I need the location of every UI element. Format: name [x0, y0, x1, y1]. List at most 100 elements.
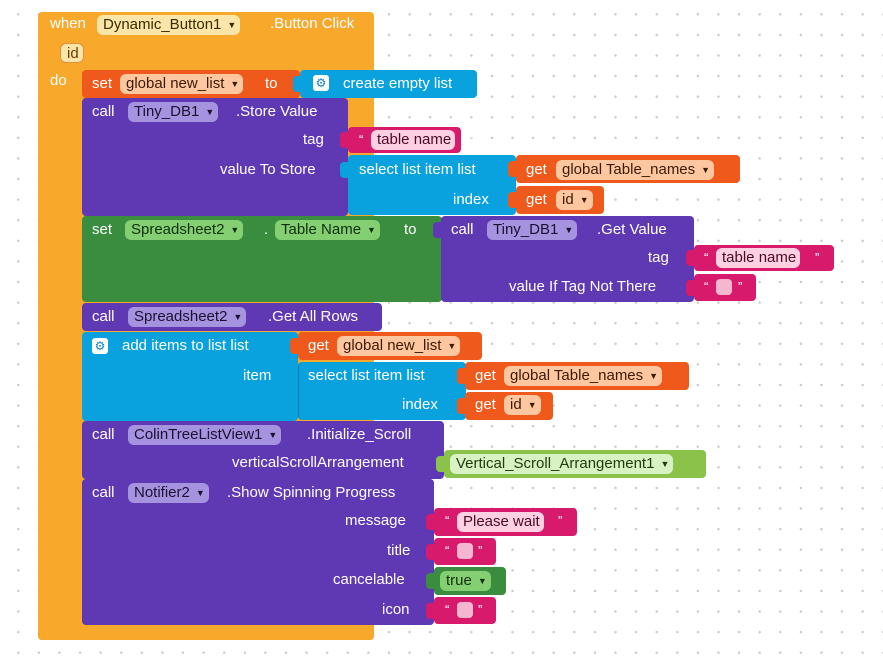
logic-dropdown-true[interactable]: true▼ [440, 571, 491, 591]
component-name: Notifier2 [134, 484, 190, 501]
create-empty-list-block[interactable] [300, 70, 477, 98]
component-dropdown-arrangement[interactable]: Vertical_Scroll_Arrangement1 ▼ [450, 454, 674, 474]
method-name: .Initialize_Scroll [307, 426, 412, 443]
open-quote: “ [445, 513, 450, 528]
empty-text-value[interactable] [457, 602, 473, 618]
to-keyword: to [265, 75, 278, 92]
dropdown-arrow-icon: ▼ [367, 225, 376, 235]
variable-dropdown-table-names[interactable]: global Table_names ▼ [556, 160, 715, 180]
text-value[interactable]: table name [371, 130, 456, 150]
event-component-dropdown[interactable]: Dynamic_Button1 ▼ [97, 15, 241, 35]
component-name: Tiny_DB1 [134, 103, 200, 120]
variable-name: global Table_names [562, 161, 696, 178]
open-quote: “ [445, 543, 450, 558]
dropdown-arrow-icon: ▼ [195, 488, 205, 498]
close-quote: ” [558, 513, 563, 528]
variable-dropdown-table-names[interactable]: global Table_names▼ [504, 366, 663, 386]
variable-name: id [562, 191, 574, 208]
to-keyword: to [404, 221, 417, 238]
empty-text-value[interactable] [457, 543, 473, 559]
dropdown-arrow-icon: ▼ [227, 20, 237, 30]
property-dropdown-table-name[interactable]: Table Name▼ [275, 220, 380, 240]
socket-nub [426, 514, 434, 530]
component-name: ColinTreeListView1 [134, 426, 263, 443]
socket-nub [426, 544, 434, 560]
method-name: .Store Value [236, 103, 318, 120]
set-keyword: set [92, 75, 113, 92]
notifier-show-spinning-progress-block[interactable] [82, 479, 434, 625]
get-keyword: get [475, 367, 496, 384]
component-name: Vertical_Scroll_Arrangement1 [456, 455, 655, 472]
select-list-item-label: select list item list [308, 367, 425, 384]
socket-nub [290, 338, 298, 354]
component-dropdown-tinydb[interactable]: Tiny_DB1▼ [487, 220, 578, 240]
socket-nub [340, 132, 348, 148]
component-dropdown-tinydb[interactable]: Tiny_DB1 ▼ [128, 102, 219, 122]
dropdown-arrow-icon: ▼ [230, 225, 240, 235]
cancelable-label: cancelable [333, 571, 405, 588]
add-items-to-list-block[interactable] [82, 332, 298, 421]
open-quote: “ [445, 602, 450, 617]
socket-nub [457, 398, 465, 414]
text-value[interactable]: Please wait [457, 512, 544, 532]
do-keyword: do [50, 72, 67, 89]
socket-nub [436, 456, 444, 472]
event-component-label: Dynamic_Button1 [103, 16, 222, 33]
index-label: index [453, 191, 489, 208]
socket-nub [508, 161, 516, 177]
select-list-item-block[interactable] [298, 362, 466, 420]
socket-nub [426, 573, 434, 589]
call-keyword: call [451, 221, 474, 238]
dropdown-arrow-icon: ▼ [205, 107, 215, 117]
dropdown-arrow-icon: ▼ [477, 576, 487, 586]
component-dropdown-notifier[interactable]: Notifier2 ▼ [128, 483, 209, 503]
call-keyword: call [92, 484, 115, 501]
event-param-id[interactable]: id [60, 43, 84, 63]
variable-dropdown-new-list[interactable]: global new_list▼ [120, 74, 244, 94]
method-name: .Get Value [597, 221, 667, 238]
close-quote: ” [468, 132, 473, 147]
socket-nub [433, 222, 441, 238]
value-if-tag-not-there-label: value If Tag Not There [509, 278, 657, 295]
gear-icon[interactable]: ⚙ [92, 338, 108, 354]
socket-nub [508, 192, 516, 208]
variable-dropdown-new-list[interactable]: global new_list ▼ [337, 336, 461, 356]
dropdown-arrow-icon: ▼ [649, 371, 659, 381]
variable-name: global new_list [343, 337, 442, 354]
gear-icon[interactable]: ⚙ [313, 75, 329, 91]
variable-dropdown-id[interactable]: id▼ [504, 395, 541, 415]
message-label: message [345, 512, 406, 529]
component-name: Spreadsheet2 [131, 221, 225, 238]
dropdown-arrow-icon: ▼ [579, 195, 589, 205]
close-quote: ” [478, 602, 483, 617]
open-quote: “ [359, 132, 364, 147]
socket-nub [426, 603, 434, 619]
get-keyword: get [526, 161, 547, 178]
dropdown-arrow-icon: ▼ [447, 341, 457, 351]
variable-dropdown-id[interactable]: id ▼ [556, 190, 593, 210]
icon-label: icon [382, 601, 410, 618]
tag-label: tag [303, 131, 324, 148]
dropdown-arrow-icon: ▼ [701, 165, 711, 175]
dropdown-arrow-icon: ▼ [230, 79, 240, 89]
component-dropdown-listview[interactable]: ColinTreeListView1▼ [128, 425, 282, 445]
open-quote: “ [704, 250, 709, 265]
dropdown-arrow-icon: ▼ [660, 459, 670, 469]
component-name: Spreadsheet2 [134, 308, 228, 325]
event-bottom-bar [38, 626, 374, 640]
socket-nub [293, 76, 301, 92]
empty-text-value[interactable] [716, 279, 732, 295]
text-value[interactable]: table name [716, 248, 801, 268]
get-keyword: get [475, 396, 496, 413]
add-items-to-list-label: add items to list list [122, 337, 249, 354]
component-dropdown-spreadsheet[interactable]: Spreadsheet2 ▼ [128, 307, 247, 327]
get-keyword: get [526, 191, 547, 208]
component-dropdown-spreadsheet[interactable]: Spreadsheet2 ▼ [125, 220, 244, 240]
socket-nub [686, 280, 694, 296]
dropdown-arrow-icon: ▼ [233, 312, 243, 322]
tag-label: tag [648, 249, 669, 266]
socket-nub [686, 250, 694, 266]
index-label: index [402, 396, 438, 413]
close-quote: ” [815, 250, 820, 265]
select-list-item-block[interactable] [348, 155, 516, 215]
